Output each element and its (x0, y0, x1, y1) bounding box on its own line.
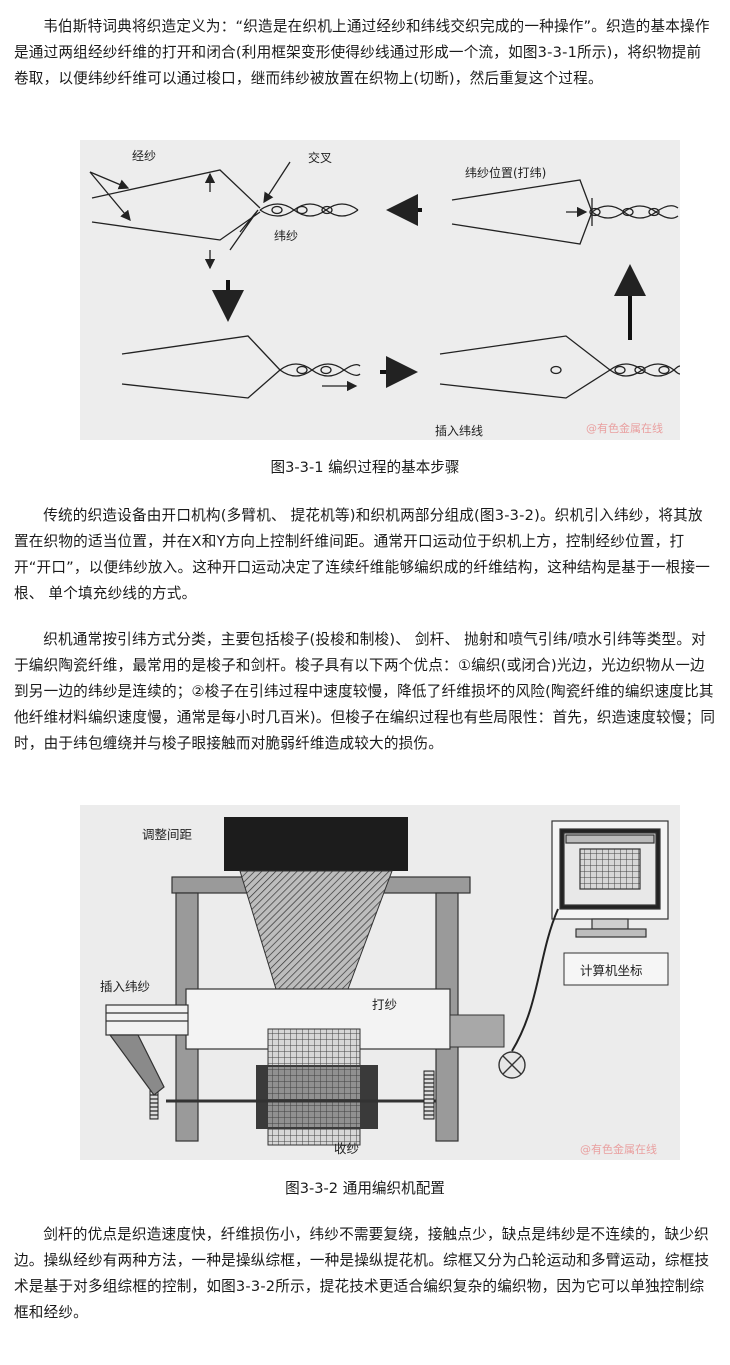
watermark: @有色金属在线 (586, 421, 663, 435)
figure-loom-configuration: 调整间距 插入纬纱 打纱 计算机坐标 收纱 @有色金属在线 (80, 805, 680, 1160)
watermark: @有色金属在线 (580, 1142, 657, 1156)
computer-coords-box (563, 952, 669, 986)
panel-beat-up (451, 179, 679, 245)
panel-shed-closed (121, 335, 361, 399)
paragraph-4: 剑杆的优点是织造速度快，纤维损伤小，纬纱不需要复绕，接触点少，缺点是纬纱是不连续… (14, 1226, 710, 1321)
label-weft: 纬纱 (274, 229, 298, 243)
loom-diagram: 调整间距 插入纬纱 打纱 计算机坐标 收纱 @有色金属在线 (80, 805, 680, 1160)
figure-1-caption: 图3-3-1 编织过程的基本步骤 (270, 459, 460, 476)
label-adjust-spacing: 调整间距 (142, 827, 192, 842)
label-warp: 经纱 (132, 149, 156, 163)
label-cross: 交叉 (308, 150, 332, 165)
panel-shed-open (89, 161, 359, 270)
computer-monitor (551, 820, 669, 938)
label-insert-weft: 插入纬纱 (100, 979, 150, 994)
label-computer-coords: 计算机坐标 (580, 963, 643, 978)
paragraph-3: 织机通常按引纬方式分类，主要包括梭子(投梭和制梭)、 剑杆、 抛射和喷气引纬/喷… (14, 631, 716, 752)
figure-2-caption: 图3-3-2 通用编织机配置 (285, 1180, 445, 1197)
shedding-block (224, 817, 408, 871)
weaving-steps-diagram: 经纱 交叉 纬纱 纬纱位置(打纬) (80, 140, 680, 440)
label-take-up: 收纱 (334, 1141, 359, 1156)
label-beat-up: 打纱 (372, 997, 397, 1012)
drive-box (449, 1014, 505, 1048)
figure-weaving-steps: 经纱 交叉 纬纱 纬纱位置(打纬) (80, 140, 680, 440)
weft-insertion-arm (105, 1004, 189, 1096)
cable (511, 908, 559, 1052)
paragraph-1: 韦伯斯特词典将织造定义为：“织造是在织机上通过经纱和纬线交织完成的一种操作”。织… (14, 18, 710, 87)
label-weft-position: 纬纱位置(打纬) (465, 165, 546, 180)
paragraph-2: 传统的织造设备由开口机构(多臂机、 提花机等)和织机两部分组成(图3-3-2)。… (14, 507, 711, 602)
panel-insert-weft (439, 335, 680, 399)
label-insert-weft-line: 插入纬线 (435, 424, 483, 438)
